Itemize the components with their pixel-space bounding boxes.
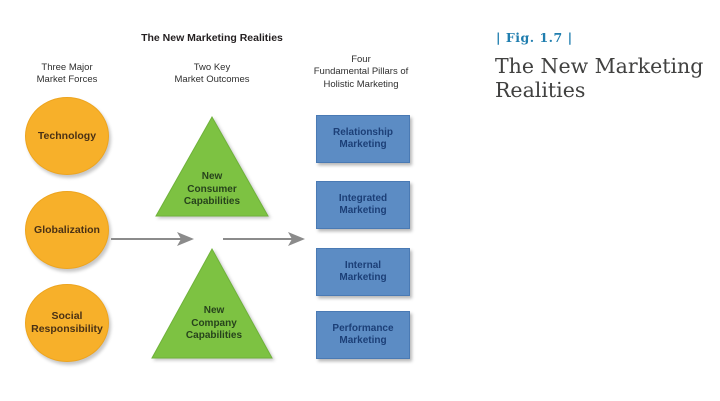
figure-title: The New Marketing Realities <box>495 54 704 102</box>
pillar-box-internal-marketing: Internal Marketing <box>316 248 410 296</box>
pillar-label: Relationship Marketing <box>332 126 393 151</box>
pillar-box-performance-marketing: Performance Marketing <box>316 311 410 359</box>
force-label: Technology <box>37 129 97 142</box>
pillar-box-integrated-marketing: Integrated Marketing <box>316 181 410 229</box>
force-label: Social Responsibility <box>31 310 103 335</box>
outcome-label-company-capabilities: New Company Capabilities <box>185 305 243 341</box>
force-circle-social-responsibility: Social Responsibility <box>25 284 109 362</box>
diagram-title: The New Marketing Realities <box>141 32 283 44</box>
column-header-holistic-pillars: Four Fundamental Pillars of Holistic Mar… <box>313 54 409 90</box>
force-circle-technology: Technology <box>25 97 109 175</box>
consumer-capabilities-triangle <box>155 115 269 217</box>
pillar-label: Integrated Marketing <box>338 192 388 217</box>
outcome-label-consumer-capabilities: New Consumer Capabilities <box>183 171 241 207</box>
column-header-market-forces: Three Major Market Forces <box>36 62 98 86</box>
company-capabilities-triangle <box>151 247 273 359</box>
pillar-box-relationship-marketing: Relationship Marketing <box>316 115 410 163</box>
force-label: Globalization <box>34 223 100 236</box>
force-circle-globalization: Globalization <box>25 191 109 269</box>
pillar-label: Performance Marketing <box>332 322 394 347</box>
column-header-market-outcomes: Two Key Market Outcomes <box>174 62 250 86</box>
figure-number: | Fig. 1.7 | <box>496 30 573 45</box>
pillar-label: Internal Marketing <box>339 259 387 284</box>
